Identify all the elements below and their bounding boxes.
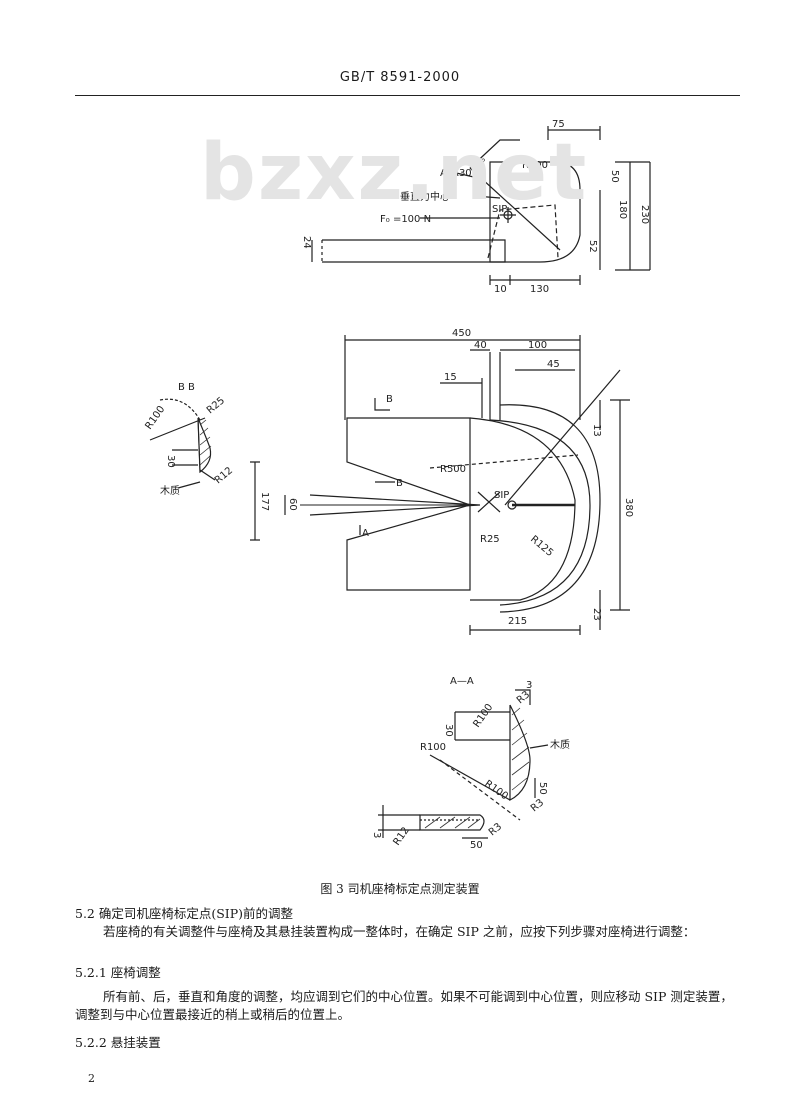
top-angle-label: 45°	[468, 158, 486, 169]
section-aa-r100-upper: R100	[471, 702, 495, 730]
dim-13: 13	[591, 424, 602, 437]
top-r30-label: R30	[452, 168, 472, 179]
top-sip-label: SIP	[492, 204, 507, 215]
section-bb	[149, 398, 216, 489]
top-view-base-bar	[322, 239, 506, 263]
section-bb-r12: R12	[213, 465, 235, 486]
dim-15: 15	[444, 372, 457, 383]
section-heading-5-2: 5.2 确定司机座椅标定点(SIP)前的调整	[75, 906, 294, 921]
section-aa-r3-right: R3	[529, 797, 546, 814]
header-rule	[75, 95, 740, 96]
dim-40: 40	[474, 340, 487, 351]
dim-10: 10	[494, 284, 507, 295]
section-bb-material: 木质	[160, 485, 180, 497]
section-aa-upper	[509, 704, 531, 801]
dim-100: 100	[528, 340, 547, 351]
dim-50: 50	[609, 170, 620, 183]
section-aa-title: A—A	[450, 676, 474, 687]
main-view-plate	[346, 417, 472, 591]
a-mark: A	[362, 528, 369, 539]
dim-45: 45	[547, 359, 560, 370]
top-view	[311, 126, 651, 285]
vertical-center-label: 垂直力中心	[400, 190, 450, 203]
r500-label: R500	[440, 464, 466, 475]
page-number: 2	[88, 1072, 95, 1085]
figure-caption: 图 3 司机座椅标定点测定装置	[320, 882, 480, 896]
section-aa-material: 木质	[550, 739, 570, 751]
paragraph-5-2-1: 所有前、后，垂直和角度的调整，均应调到它们的中心位置。如果不可能调到中心位置，则…	[75, 989, 733, 1022]
main-sip-label: SIP	[494, 490, 509, 501]
main-view-curve	[469, 417, 576, 601]
force-label: F₀ =100 N	[380, 214, 431, 225]
r125-label: R125	[528, 534, 555, 559]
dim-450: 450	[452, 328, 471, 339]
section-aa-50-bottom: 50	[470, 840, 483, 851]
dim-230: 230	[639, 205, 650, 224]
dim-23: 23	[591, 608, 602, 621]
section-aa-30: 30	[443, 724, 454, 737]
dim-177: 177	[259, 492, 270, 511]
dim-75: 75	[552, 119, 565, 130]
paragraph-5-2: 若座椅的有关调整件与座椅及其悬挂装置构成一整体时，在确定 SIP 之前，应按下列…	[103, 924, 696, 939]
b-mark-upper: B	[386, 394, 393, 405]
watermark: bzxz.net	[200, 128, 589, 218]
section-aa-lower	[419, 814, 485, 831]
section-aa-3: 3	[526, 680, 532, 691]
top-section-mark: A	[440, 168, 447, 179]
section-aa-r100-left: R100	[420, 742, 446, 753]
section-aa-r100-diag: R100	[482, 778, 510, 802]
top-r100-label: R100	[522, 160, 548, 171]
b-mark-lower: B	[396, 478, 403, 489]
dim-380: 380	[623, 498, 634, 517]
r25-label: R25	[480, 534, 500, 545]
dim-130: 130	[530, 284, 549, 295]
technical-figure: 45° R100 A R30 垂直力中心 SIP F₀ =100 N 75 50…	[143, 119, 651, 851]
section-aa-50-right: 50	[537, 782, 548, 795]
section-bb-30: 30	[165, 455, 176, 468]
running-header: GB/T 8591-2000	[339, 70, 461, 85]
section-aa-r12: R12	[391, 825, 411, 847]
section-bb-profile	[197, 417, 212, 474]
dim-52: 52	[587, 240, 598, 253]
top-view-backrest	[489, 161, 581, 263]
section-heading-5-2-2: 5.2.2 悬挂装置	[75, 1035, 161, 1050]
section-aa	[378, 689, 549, 839]
section-aa-3-left: 3	[371, 832, 382, 838]
section-bb-r100: R100	[143, 404, 167, 432]
hatching	[199, 419, 530, 829]
section-bb-title: B B	[178, 382, 195, 393]
dim-24: 24	[301, 236, 312, 249]
dim-180: 180	[617, 200, 628, 219]
dim-60: 60	[287, 498, 298, 511]
section-aa-r3-bottom: R3	[487, 821, 504, 838]
top-view-diagonal	[469, 167, 561, 251]
dim-215: 215	[508, 616, 527, 627]
main-view	[250, 335, 630, 635]
section-bb-r25: R25	[205, 395, 227, 416]
section-heading-5-2-1: 5.2.1 座椅调整	[75, 965, 161, 980]
